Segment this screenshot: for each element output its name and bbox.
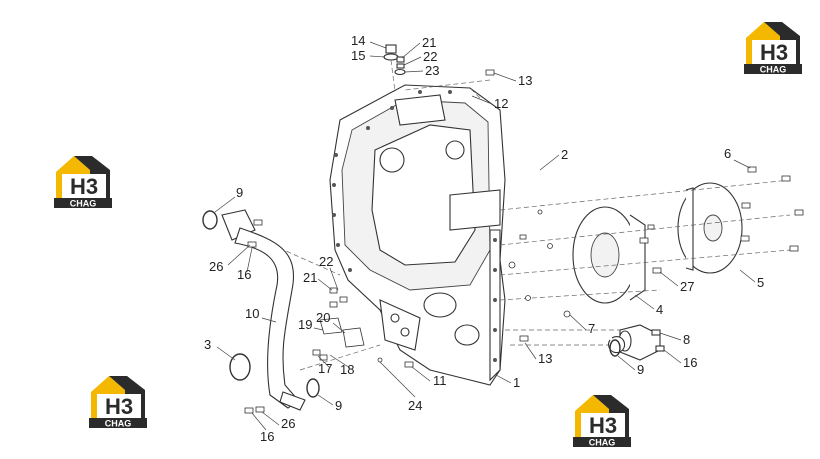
part-label-16-top: 16: [237, 267, 251, 282]
part-label-8: 8: [683, 332, 690, 347]
part-label-5: 5: [757, 275, 764, 290]
brand-logo-icon: H3 CHAG: [573, 395, 631, 448]
logo-text: CHAG: [105, 419, 132, 429]
part-label-27: 27: [680, 279, 694, 294]
part-label-19: 19: [298, 317, 312, 332]
logo-mark: H3: [760, 40, 788, 65]
logo-text: CHAG: [760, 65, 787, 75]
brand-logo-icon: H3 CHAG: [54, 156, 112, 209]
part-label-16-bottom: 16: [260, 429, 274, 444]
logo-mark: H3: [105, 394, 133, 419]
part-label-21: 21: [422, 35, 436, 50]
part-label-26-top: 26: [209, 259, 223, 274]
brand-logo-icon: H3 CHAG: [89, 376, 147, 429]
breather-assembly: [383, 44, 406, 93]
part-label-20: 20: [316, 310, 330, 325]
logo-text: CHAG: [70, 199, 97, 209]
part-labels: 14 15 21 22 23 13 12 2 6 9 26 16 22 21 5…: [204, 33, 764, 444]
part-label-26-bottom: 26: [281, 416, 295, 431]
part-label-22-left: 22: [319, 254, 333, 269]
brand-logo-icon: H3 CHAG: [744, 22, 802, 75]
pipe-part-10: [221, 209, 306, 411]
leader-lines: [214, 41, 756, 431]
part-label-24: 24: [408, 398, 422, 413]
part-label-1: 1: [513, 375, 520, 390]
cover-plate-4: [572, 206, 646, 304]
part-label-15: 15: [351, 48, 365, 63]
part-label-23: 23: [425, 63, 439, 78]
part-label-11: 12: [494, 96, 508, 111]
watermark-logo-top-right: H3 CHAG: [742, 16, 804, 74]
part-label-6: 6: [724, 146, 731, 161]
part-label-4: 4: [656, 302, 663, 317]
part-label-7: 7: [588, 321, 595, 336]
part-label-13-top: 13: [518, 73, 532, 88]
logo-text: CHAG: [589, 438, 616, 448]
part-label-9-right: 9: [637, 362, 644, 377]
part-label-21-left: 21: [303, 270, 317, 285]
cover-plate-5: [677, 182, 743, 274]
o-rings: [202, 210, 621, 398]
part-label-22: 22: [423, 49, 437, 64]
part-label-2: 2: [561, 147, 568, 162]
part-label-18: 18: [340, 362, 354, 377]
part-label-9-bottom: 9: [335, 398, 342, 413]
watermark-logo-left: H3 CHAG: [52, 150, 114, 208]
part-label-17: 17: [318, 361, 332, 376]
part-label-10: 10: [245, 306, 259, 321]
housing-part: [329, 84, 506, 386]
part-label-3: 3: [204, 337, 211, 352]
watermark-logo-bottom-center: H3 CHAG: [571, 389, 633, 447]
bolts: [485, 69, 804, 342]
part-label-12: 11: [433, 373, 447, 388]
part-label-9-left: 9: [236, 185, 243, 200]
part-label-16-right: 16: [683, 355, 697, 370]
logo-mark: H3: [70, 174, 98, 199]
part-label-14: 14: [351, 33, 365, 48]
logo-mark: H3: [589, 413, 617, 438]
part-label-13-bottom: 13: [538, 351, 552, 366]
watermark-logo-bottom-left: H3 CHAG: [87, 370, 149, 428]
